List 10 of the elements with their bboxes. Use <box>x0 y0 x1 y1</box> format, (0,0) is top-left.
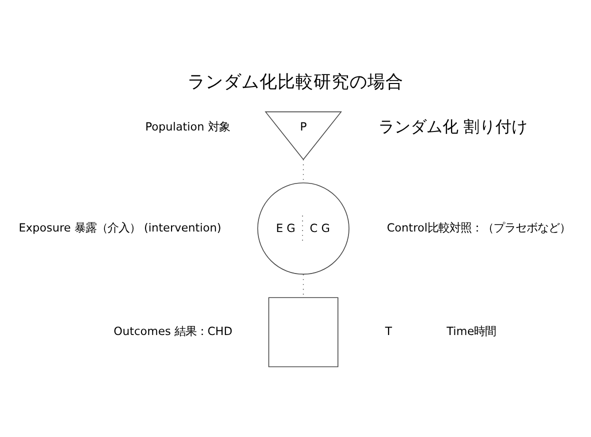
label: Time時間 <box>446 325 496 338</box>
node-label: Population 対象 <box>145 120 230 134</box>
label: T <box>385 325 392 338</box>
node-label: Control比較対照：（プラセボなど） <box>386 222 570 235</box>
node-label: Exposure 暴露（介入） (intervention) <box>18 222 222 235</box>
node-circle: E G C G <box>257 182 350 275</box>
node-box <box>268 297 338 368</box>
node-label: Outcomes 結果：CHD <box>114 325 232 338</box>
label: ランダム化 割り付け <box>378 116 528 136</box>
diagram-title: ランダム化比較研究の場合 <box>188 72 404 93</box>
